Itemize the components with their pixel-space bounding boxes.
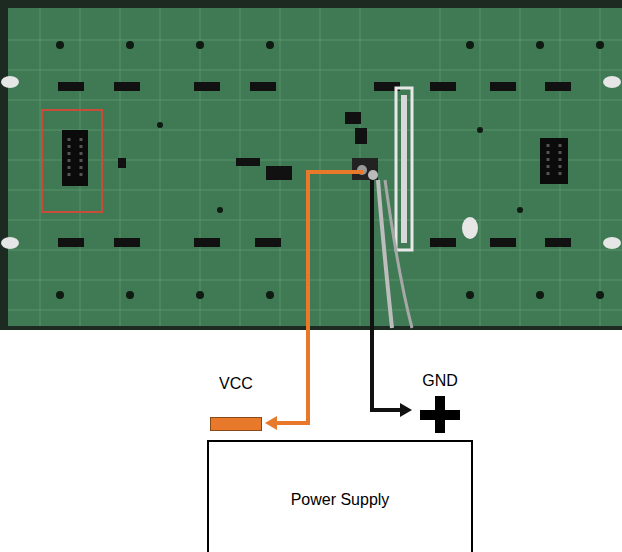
pcb-traces: [8, 8, 622, 326]
ic-chips: [114, 82, 140, 91]
pcb-holes: [126, 291, 134, 299]
standoffs: [1, 76, 19, 88]
ic-chips: [58, 238, 84, 247]
plus-symbol: [420, 396, 460, 433]
plus-bar: [420, 410, 460, 420]
pcb-holes: [196, 41, 204, 49]
pcb-holes: [477, 127, 483, 133]
pcb-holes: [596, 291, 604, 299]
left-connector: [69, 138, 81, 180]
pcb-holes: [517, 207, 523, 213]
power-header: [352, 158, 378, 180]
ic-chips: [266, 166, 292, 180]
vcc-terminal-block: [210, 417, 262, 431]
pcb-traces: [40, 8, 600, 326]
standoffs: [603, 76, 621, 88]
ic-chips: [58, 82, 571, 247]
pcb-holes: [56, 291, 64, 299]
power-header: [352, 158, 378, 180]
gnd-terminal: GND: [418, 371, 462, 433]
ic-chips: [355, 128, 367, 144]
white-slot: [396, 88, 412, 250]
standoffs: [603, 237, 621, 249]
left-connector: [62, 130, 88, 186]
terminal-label: GND: [422, 371, 458, 390]
vcc-wire: [274, 172, 363, 423]
ic-chips: [250, 82, 276, 91]
ic-chips: [490, 238, 516, 247]
pcb-holes: [56, 41, 64, 49]
pcb-holes: [596, 41, 604, 49]
standoffs: [462, 217, 478, 239]
ic-chips: [545, 82, 571, 91]
pcb-holes: [266, 291, 274, 299]
power-header: [368, 170, 378, 180]
vcc-arrowhead: [265, 416, 277, 430]
pcb-holes: [536, 291, 544, 299]
white-slot: [401, 95, 407, 243]
ic-chips: [430, 238, 456, 247]
ic-chips: [236, 158, 260, 166]
ic-chips: [255, 238, 281, 247]
pcb-holes: [217, 207, 223, 213]
pcb-holes: [536, 41, 544, 49]
pcb-holes: [466, 41, 474, 49]
pcb-holes: [196, 291, 204, 299]
pcb-holes: [466, 291, 474, 299]
pcb-traces: [8, 40, 622, 310]
terminal-label: VCC: [219, 374, 253, 393]
pcb-board: [8, 8, 622, 326]
right-connector: [540, 138, 568, 184]
ic-chips: [58, 82, 84, 91]
vcc-terminal: VCC: [210, 374, 262, 432]
ic-chips: [114, 238, 140, 247]
ic-chips: [194, 82, 220, 91]
pcb-holes: [126, 41, 134, 49]
white-slot: [396, 88, 412, 250]
pcb-holes: [157, 122, 163, 128]
ic-chips: [490, 82, 516, 91]
standoffs: [1, 76, 621, 249]
grey-cable: [385, 180, 412, 328]
standoffs: [1, 237, 19, 249]
gnd-wire: [372, 180, 400, 410]
ic-chips: [430, 82, 456, 91]
power-supply-box: Power Supply: [207, 440, 473, 552]
ic-chips: [194, 238, 220, 247]
grey-cable: [378, 180, 392, 328]
right-connector: [548, 144, 560, 178]
left-connector: [42, 110, 102, 212]
ic-chips: [545, 238, 571, 247]
box-label: Power Supply: [291, 490, 390, 509]
photo-ground: [0, 0, 622, 330]
ic-chips: [345, 112, 361, 124]
ic-chips: [118, 158, 126, 168]
left-connector: [42, 110, 102, 212]
pcb-holes: [266, 41, 274, 49]
right-connector: [540, 138, 568, 184]
gnd-arrowhead: [400, 403, 412, 417]
